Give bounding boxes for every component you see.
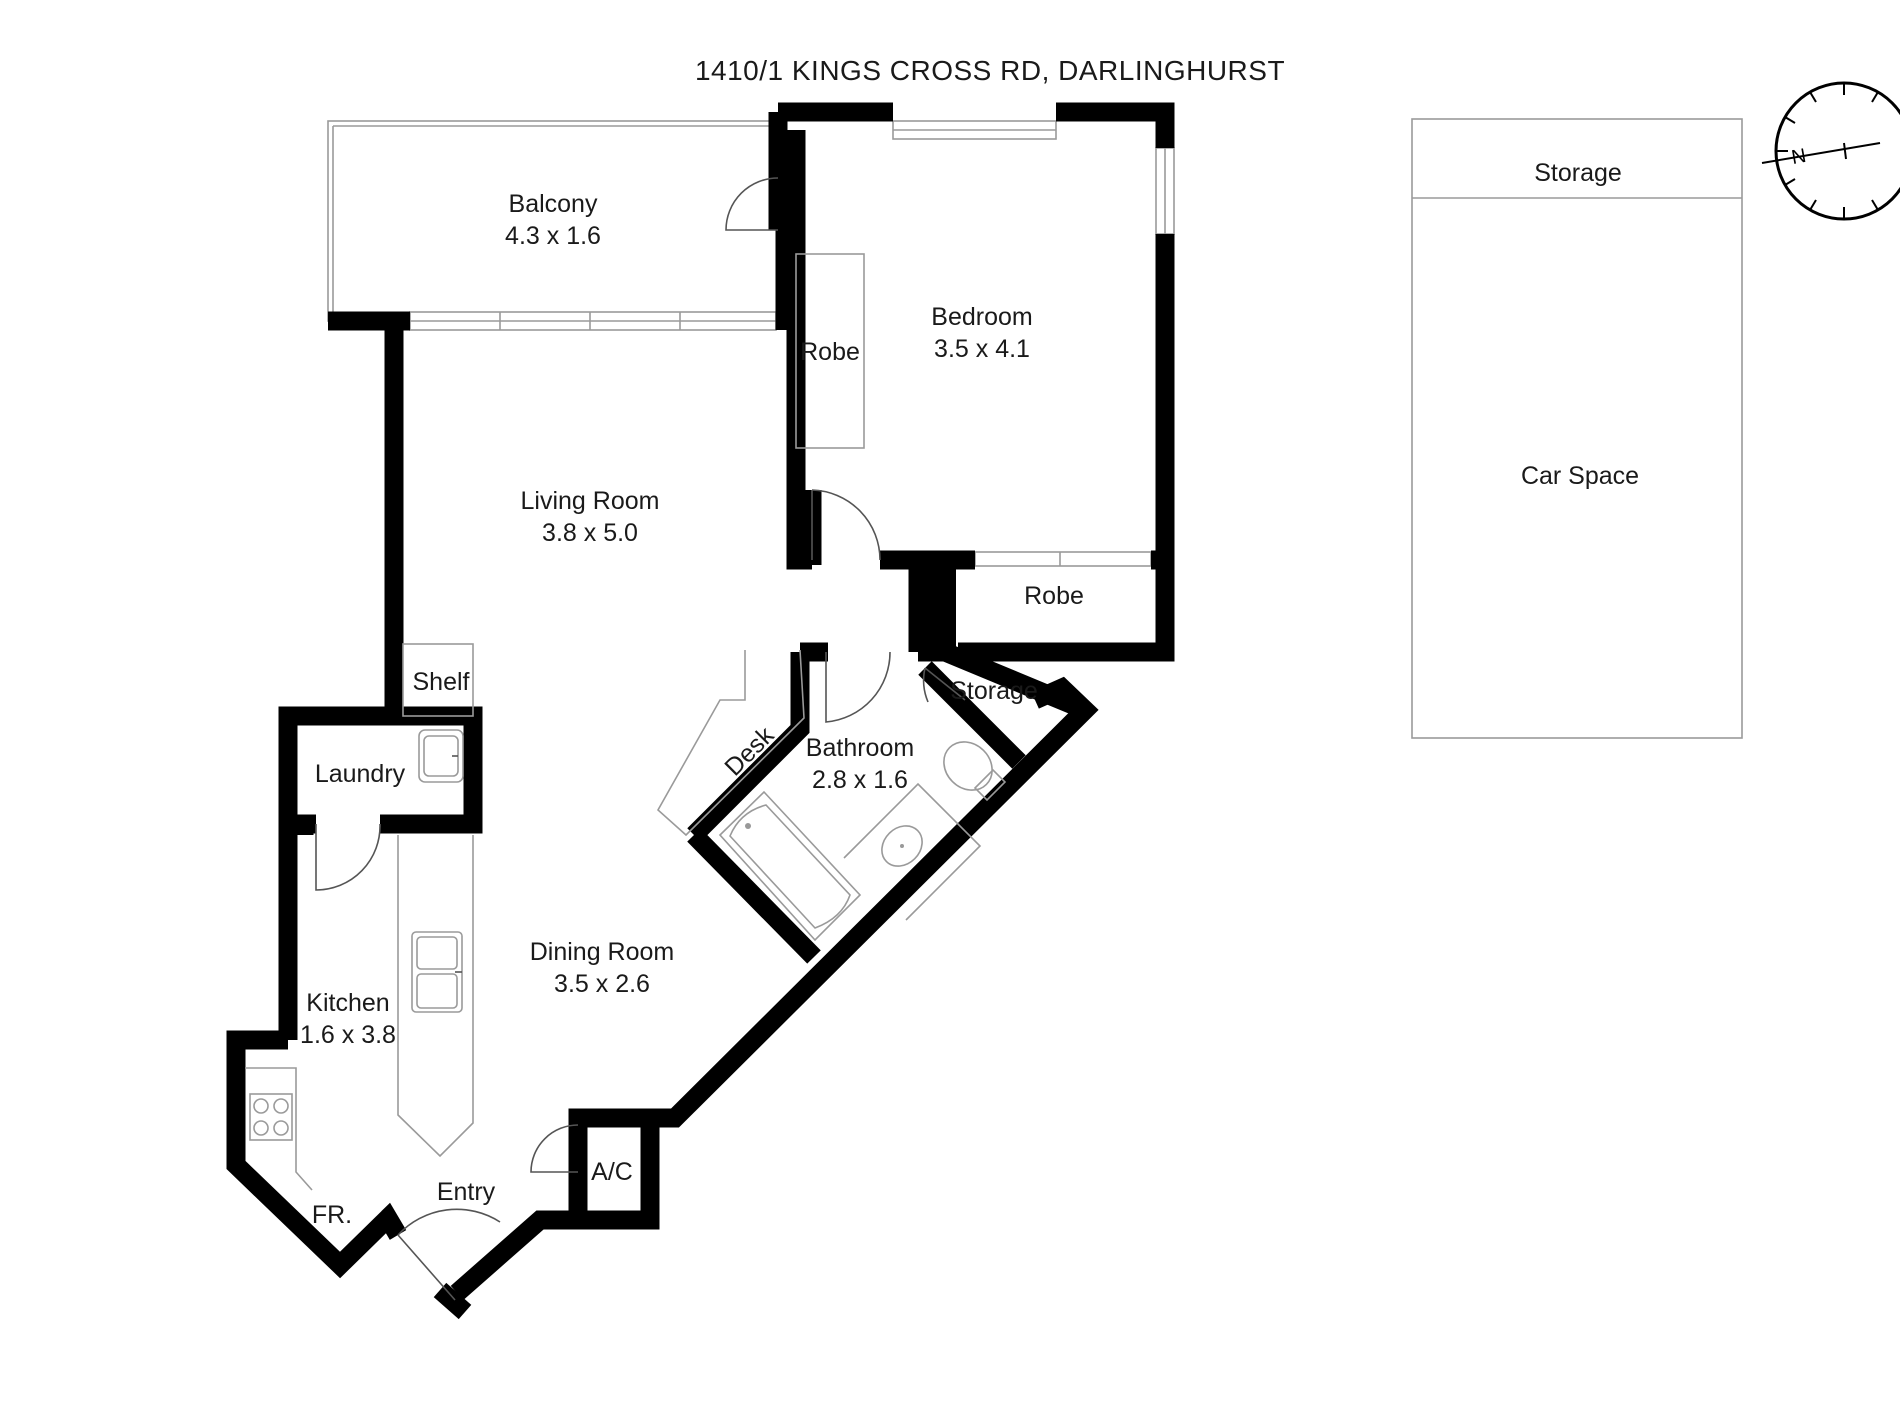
balcony-sliding-door xyxy=(409,311,777,331)
parking-outline xyxy=(1411,118,1743,739)
bedroom-top-window xyxy=(892,120,1057,140)
robe-lower-label: Robe xyxy=(1024,582,1084,610)
bedroom-name: Bedroom xyxy=(931,303,1032,331)
vanity-basin xyxy=(843,782,982,921)
shelf-label: Shelf xyxy=(413,668,470,696)
laundry-sink xyxy=(418,729,464,783)
compass-letter: N xyxy=(1790,145,1808,169)
bathtub xyxy=(718,790,862,942)
desk-unit xyxy=(656,649,805,837)
toilet xyxy=(943,741,1007,802)
dining-size: 3.5 x 2.6 xyxy=(554,970,650,998)
cooktop xyxy=(245,1067,313,1191)
robe-bedroom-label: Robe xyxy=(800,338,860,366)
ac-label: A/C xyxy=(591,1158,633,1186)
bathroom-size: 2.8 x 1.6 xyxy=(812,766,908,794)
kitchen-size: 1.6 x 3.8 xyxy=(300,1021,396,1049)
door-swings xyxy=(315,177,966,1301)
laundry-label: Laundry xyxy=(315,760,406,788)
car-space-label: Car Space xyxy=(1521,462,1639,490)
robe-sliding-door xyxy=(974,551,1152,567)
balcony-name: Balcony xyxy=(509,190,598,218)
bedroom-right-window xyxy=(1155,147,1175,235)
living-name: Living Room xyxy=(521,487,660,515)
shelf-unit xyxy=(402,643,474,717)
bathroom-name: Bathroom xyxy=(806,734,914,762)
walls xyxy=(226,102,1175,1320)
bedroom-size: 3.5 x 4.1 xyxy=(934,335,1030,363)
parking-storage-label: Storage xyxy=(1534,159,1622,187)
kitchen-bench xyxy=(397,835,474,1158)
kitchen-name: Kitchen xyxy=(306,989,389,1017)
storage-hall-label: Storage xyxy=(950,677,1038,705)
plan-title: 1410/1 KINGS CROSS RD, DARLINGHURST xyxy=(695,55,1285,86)
entry-label: Entry xyxy=(437,1178,496,1206)
robe-bedroom-cabinet xyxy=(795,253,865,449)
living-size: 3.8 x 5.0 xyxy=(542,519,638,547)
dining-name: Dining Room xyxy=(530,938,675,966)
compass-icon: N xyxy=(1761,81,1900,221)
balcony-outline xyxy=(327,120,779,322)
fridge-label: FR. xyxy=(312,1201,352,1229)
balcony-size: 4.3 x 1.6 xyxy=(505,222,601,250)
